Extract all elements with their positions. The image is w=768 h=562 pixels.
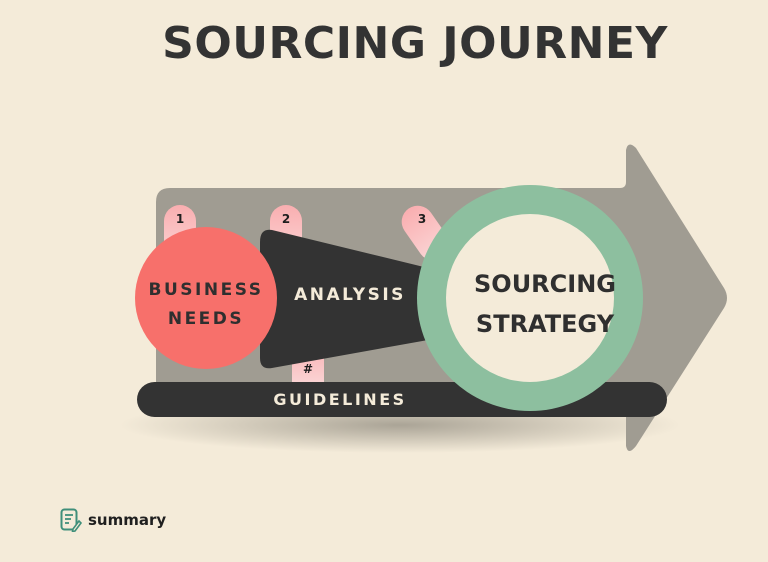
sourcing-strategy-core bbox=[446, 214, 614, 382]
guidelines-label: GUIDELINES bbox=[273, 390, 407, 409]
sourcing-strategy-line1: SOURCING bbox=[474, 270, 616, 298]
document-edit-icon bbox=[60, 508, 82, 532]
brand-logo: summary bbox=[60, 508, 166, 532]
business-needs-label: BUSINESS NEEDS bbox=[136, 276, 276, 334]
step-1-number: 1 bbox=[175, 212, 185, 226]
business-needs-line2: NEEDS bbox=[167, 309, 245, 329]
sourcing-strategy-label: SOURCING STRATEGY bbox=[450, 264, 640, 344]
brand-name: summary bbox=[88, 511, 167, 529]
page-title: SOURCING JOURNEY bbox=[162, 18, 668, 69]
step-3-number: 3 bbox=[417, 212, 427, 226]
analysis-funnel bbox=[260, 229, 428, 369]
business-needs-circle bbox=[135, 227, 277, 369]
analysis-label: ANALYSIS bbox=[294, 285, 406, 305]
guidelines-step-number: # bbox=[302, 362, 314, 376]
business-needs-line1: BUSINESS bbox=[148, 280, 264, 300]
step-2-number: 2 bbox=[281, 212, 291, 226]
sourcing-strategy-line2: STRATEGY bbox=[475, 310, 615, 338]
